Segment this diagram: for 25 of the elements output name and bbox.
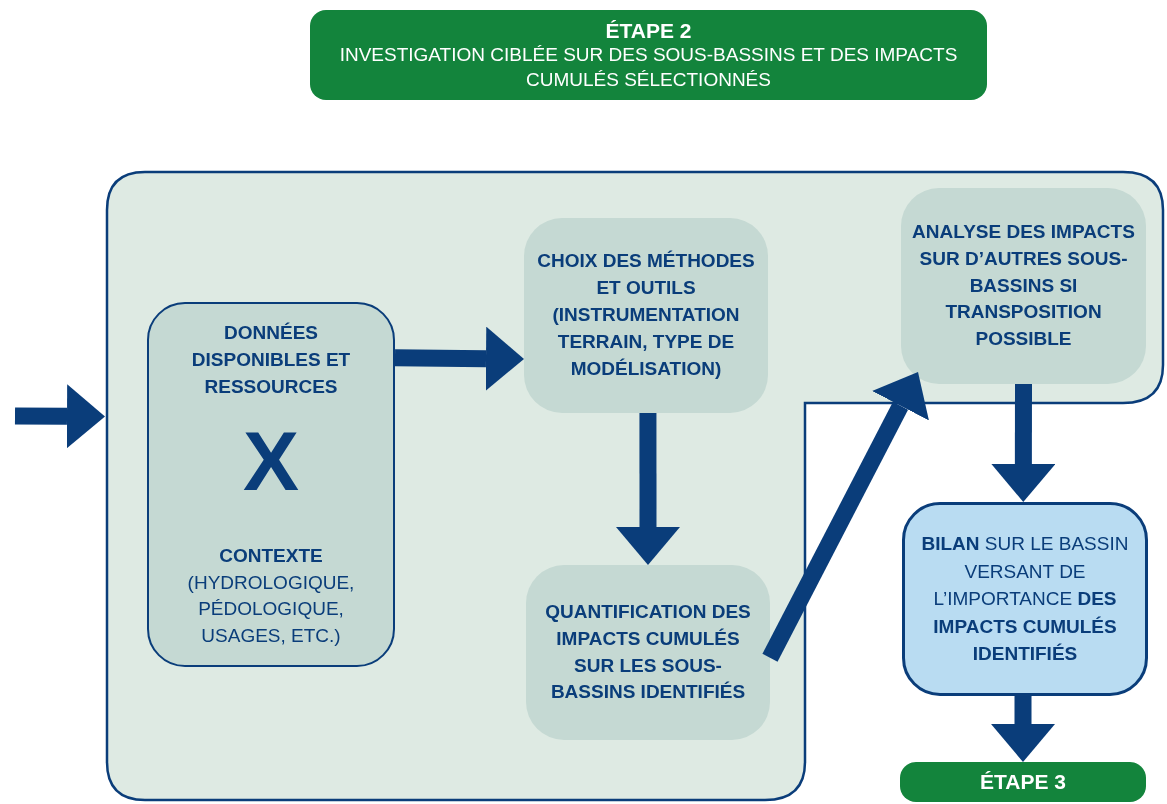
- arrow: [762, 372, 929, 662]
- arrow: [991, 383, 1056, 502]
- node-text: QUANTIFICATION DES IMPACTS CUMULÉS SUR LES SOUS-BASSINS IDENTIFIÉS: [544, 599, 752, 705]
- node-text: ANALYSE DES IMPACTS SUR D’AUTRES SOUS-BASSINS SI TRANSPOSITION POSSIBLE: [911, 219, 1136, 352]
- summary-box: [902, 502, 1148, 696]
- process-box: [524, 218, 768, 413]
- step-banner: [310, 10, 987, 100]
- step-title: ÉTAPE 2: [605, 17, 692, 43]
- node-title: DONNÉES DISPONIBLES ET RESSOURCES: [190, 321, 352, 400]
- node-title: CONTEXTE: [219, 544, 323, 569]
- node-text: CHOIX DES MÉTHODES ET OUTILS (INSTRUMENTATION TERRAIN, TYPE DE MODÉLISATION): [536, 249, 756, 381]
- cross-mark: X: [243, 419, 299, 504]
- process-box: [901, 188, 1146, 384]
- step-description: INVESTIGATION CIBLÉE SUR DES SOUS-BASSINS ET DES IMPACTS CUMULÉS SÉLECTIONNÉS: [338, 42, 959, 92]
- arrow: [991, 696, 1055, 762]
- process-box: [526, 565, 770, 740]
- step-banner: [900, 762, 1146, 802]
- stage-panel: [105, 170, 1167, 802]
- arrow: [394, 326, 524, 391]
- process-box: [147, 302, 395, 667]
- node-text: (HYDROLOGIQUE, PÉDOLOGIQUE, USAGES, ETC.): [186, 571, 356, 648]
- arrow: [14, 384, 105, 449]
- step-title: ÉTAPE 3: [980, 769, 1066, 795]
- arrow: [616, 413, 680, 565]
- node-text: BILAN SUR LE BASSIN VERSANT DE L’IMPORTANCE DES IMPACTS CUMULÉS IDENTIFIÉS: [920, 532, 1130, 667]
